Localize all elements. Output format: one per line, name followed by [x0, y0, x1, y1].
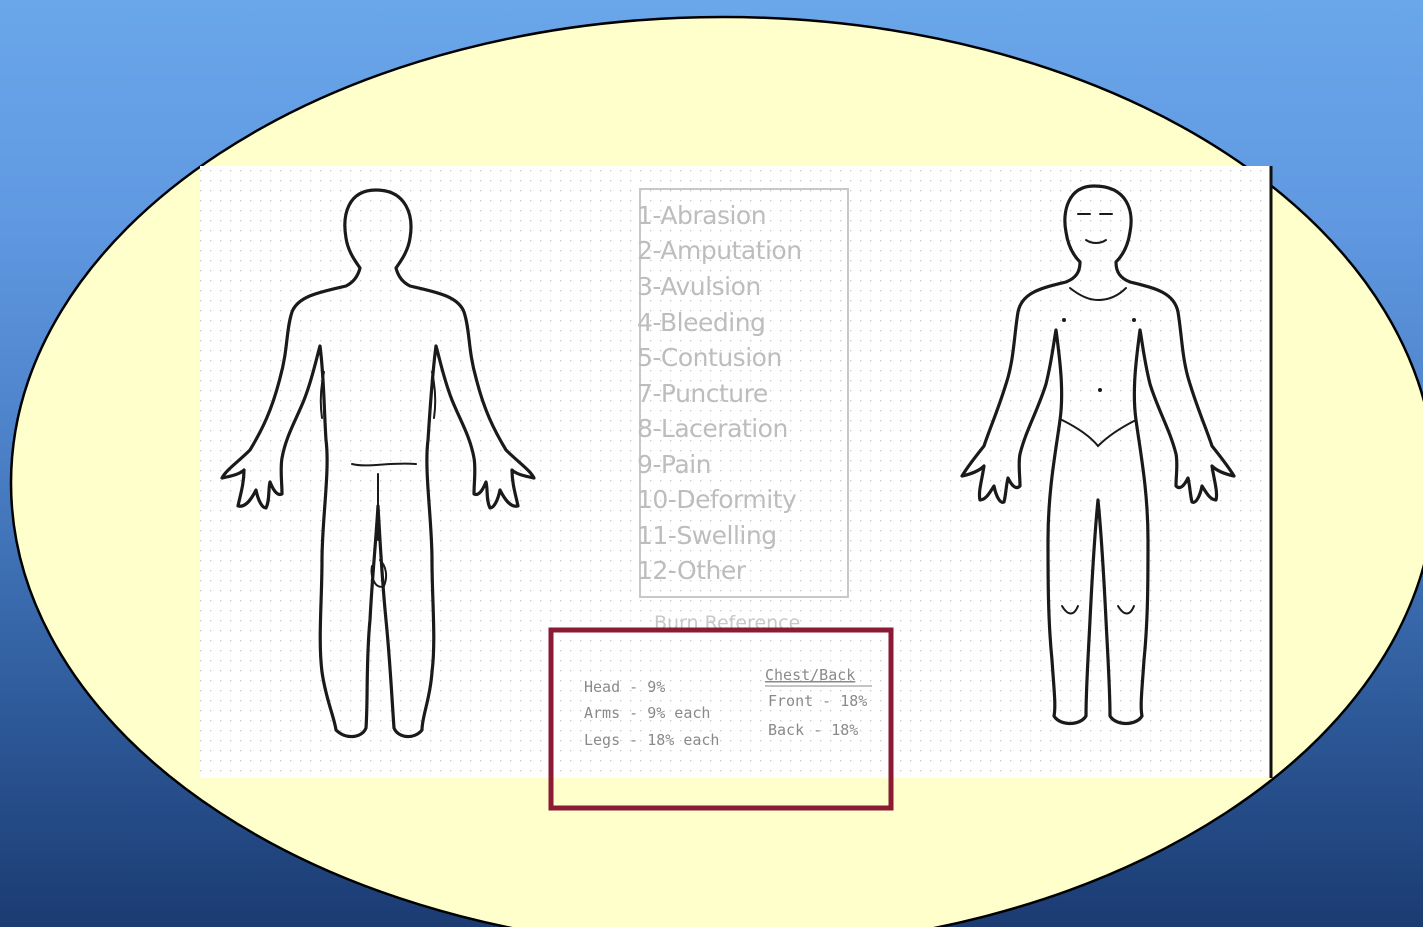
- burn-line-legs: Legs - 18% each: [584, 731, 719, 749]
- legend-item: 10-Deformity: [637, 485, 797, 514]
- burn-line-back: Back - 18%: [768, 721, 858, 739]
- legend-item: 3-Avulsion: [637, 272, 761, 301]
- legend-item: 7-Puncture: [637, 379, 768, 408]
- burn-line-front: Front - 18%: [768, 692, 867, 710]
- burn-chest-header: Chest/Back: [765, 666, 855, 684]
- burn-line-head: Head - 9%: [584, 678, 665, 696]
- legend-item: 1-Abrasion: [637, 201, 766, 230]
- legend-item: 4-Bleeding: [637, 308, 765, 337]
- legend-item: 12-Other: [637, 556, 747, 585]
- legend-item: 9-Pain: [637, 450, 711, 479]
- burn-line-arms: Arms - 9% each: [584, 704, 710, 722]
- legend-item: 8-Laceration: [637, 414, 788, 443]
- legend-item: 5-Contusion: [637, 343, 782, 372]
- legend-item: 2-Amputation: [637, 236, 802, 265]
- legend-item: 11-Swelling: [637, 521, 777, 550]
